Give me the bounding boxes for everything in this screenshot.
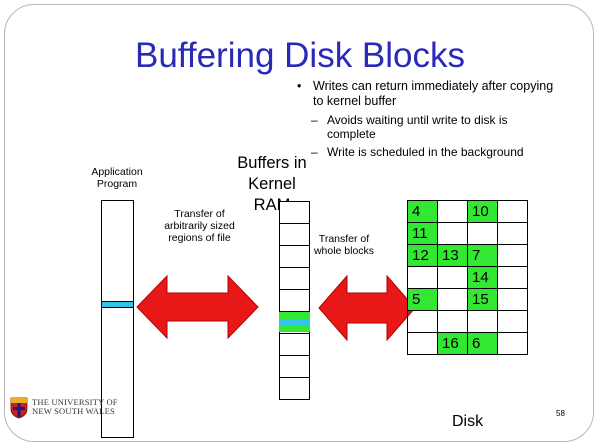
disk-row: 14 xyxy=(407,266,528,289)
disk-block: 4 xyxy=(407,200,438,223)
disk-block: 14 xyxy=(467,266,498,289)
disk-row: 11 xyxy=(407,222,528,245)
disk-block: 11 xyxy=(407,222,438,245)
disk-block-empty xyxy=(497,310,528,333)
double-arrow-icon xyxy=(136,274,259,340)
disk-block-empty xyxy=(497,222,528,245)
disk-block-empty xyxy=(497,244,528,267)
disk-block: 5 xyxy=(407,288,438,311)
disk-block-empty xyxy=(437,200,468,223)
disk-block-number: 4 xyxy=(412,203,421,220)
disk-block-empty xyxy=(437,310,468,333)
disk-block: 12 xyxy=(407,244,438,267)
buffer-slot xyxy=(279,223,310,246)
disk-label: Disk xyxy=(452,413,484,430)
disk-block-number: 5 xyxy=(412,291,421,308)
application-data-region xyxy=(102,301,133,308)
disk-block-empty xyxy=(407,310,438,333)
page-number: 58 xyxy=(556,409,565,418)
disk-block: 10 xyxy=(467,200,498,223)
disk-block-number: 12 xyxy=(412,247,429,264)
buffer-slot xyxy=(279,245,310,268)
disk-block-grid: 4 10 11 12 13 7 14 5 15 16 6 xyxy=(407,200,528,355)
buffer-slot xyxy=(279,201,310,224)
disk-row: 4 10 xyxy=(407,200,528,223)
sub-bullet-item: – Write is scheduled in the background xyxy=(297,145,557,159)
application-program-label: Application Program xyxy=(91,166,143,190)
kernel-buffer-column xyxy=(279,201,310,400)
buffer-slot xyxy=(279,377,310,400)
transfer-right-label: Transfer of whole blocks xyxy=(313,233,375,257)
sub-bullet-item: – Avoids waiting until write to disk is … xyxy=(297,113,557,141)
disk-block-number: 10 xyxy=(472,203,489,220)
disk-block-empty xyxy=(407,266,438,289)
disk-block-empty xyxy=(467,222,498,245)
disk-row: 12 13 7 xyxy=(407,244,528,267)
disk-block-empty xyxy=(437,266,468,289)
disk-block-number: 14 xyxy=(472,269,489,286)
disk-block-empty xyxy=(407,332,438,355)
buffer-slot xyxy=(279,355,310,378)
disk-block-empty xyxy=(437,222,468,245)
slide-title: Buffering Disk Blocks xyxy=(134,36,466,75)
disk-block-number: 13 xyxy=(442,247,459,264)
disk-block: 7 xyxy=(467,244,498,267)
disk-block: 15 xyxy=(467,288,498,311)
disk-block-number: 16 xyxy=(442,335,459,352)
sub-bullet-dash: – xyxy=(311,145,318,159)
sub-bullet-text: Write is scheduled in the background xyxy=(327,145,524,159)
buffer-slot xyxy=(279,311,310,334)
disk-block-number: 6 xyxy=(472,335,481,352)
bullet-text: Writes can return immediately after copy… xyxy=(313,79,554,108)
bullet-dot: • xyxy=(297,79,302,93)
disk-row: 16 6 xyxy=(407,332,528,355)
disk-block-number: 15 xyxy=(472,291,489,308)
disk-block-empty xyxy=(437,288,468,311)
transfer-left-label: Transfer of arbitrarily sized regions of… xyxy=(164,208,235,244)
application-program-bar xyxy=(101,200,134,438)
buffer-slot xyxy=(279,267,310,290)
disk-block-number: 11 xyxy=(412,225,428,242)
sub-bullet-text: Avoids waiting until write to disk is co… xyxy=(327,113,508,141)
disk-block: 16 xyxy=(437,332,468,355)
slide-border xyxy=(4,4,594,442)
disk-block-empty xyxy=(467,310,498,333)
disk-block-empty xyxy=(497,200,528,223)
buffer-slot xyxy=(279,289,310,312)
buffer-green-region xyxy=(279,326,310,332)
disk-row xyxy=(407,310,528,333)
university-name-line: THE UNIVERSITY OF xyxy=(32,397,118,407)
bullet-list: • Writes can return immediately after co… xyxy=(297,79,557,159)
buffer-slot xyxy=(279,333,310,356)
disk-block-number: 7 xyxy=(472,247,481,264)
university-crest-icon xyxy=(10,397,28,419)
double-arrow-icon xyxy=(318,274,416,342)
disk-block-empty xyxy=(497,266,528,289)
disk-row: 5 15 xyxy=(407,288,528,311)
bullet-item: • Writes can return immediately after co… xyxy=(297,79,557,109)
university-name-line: NEW SOUTH WALES xyxy=(32,406,115,416)
sub-bullet-dash: – xyxy=(311,113,318,127)
disk-block-empty xyxy=(497,288,528,311)
disk-block-empty xyxy=(497,332,528,355)
university-name: THE UNIVERSITY OF NEW SOUTH WALES xyxy=(32,398,118,416)
disk-block: 13 xyxy=(437,244,468,267)
disk-block: 6 xyxy=(467,332,498,355)
